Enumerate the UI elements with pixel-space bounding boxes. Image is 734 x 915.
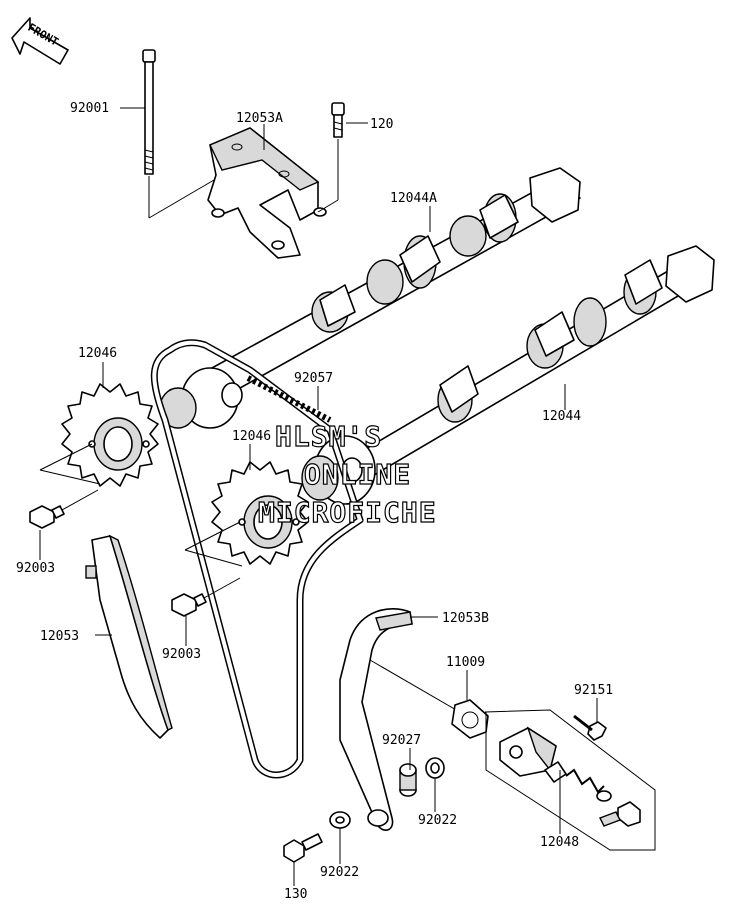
bolt-92151[interactable] [573, 714, 607, 741]
callout-11009: 11009 [446, 655, 485, 670]
bolt-120[interactable] [331, 102, 345, 138]
camshaft-12044A[interactable] [189, 167, 581, 403]
cam-chain-92057[interactable] [150, 339, 364, 779]
gasket-11009[interactable] [451, 699, 489, 739]
front-arrow-icon: FRONT [11, 17, 69, 65]
bolt-92003-left[interactable] [29, 505, 65, 529]
callout-92151: 92151 [574, 683, 613, 698]
cam-sprocket-12046-right[interactable] [211, 461, 309, 565]
callout-12053A: 12053A [236, 111, 283, 126]
callout-12044A: 12044A [390, 191, 437, 206]
bolt-92003-right[interactable] [171, 593, 207, 617]
callout-92022-right: 92022 [418, 813, 457, 828]
callout-12046-left: 12046 [78, 346, 117, 361]
callout-92003-right: 92003 [162, 647, 201, 662]
washer-92022-a[interactable] [425, 757, 445, 779]
callout-12053B: 12053B [442, 611, 489, 626]
watermark-line-3: MICROFICHE [258, 496, 437, 529]
tensioner-12048[interactable] [484, 709, 656, 851]
callout-12044: 12044 [542, 409, 581, 424]
camshaft-12044[interactable] [329, 245, 715, 489]
callout-120: 120 [370, 117, 393, 132]
chain-guide-12053[interactable] [85, 534, 173, 739]
callout-12053: 12053 [40, 629, 79, 644]
callout-92001: 92001 [70, 101, 109, 116]
watermark-line-1: HLSM'S [275, 420, 382, 453]
callout-12046-right: 12046 [232, 429, 271, 444]
camshaft-hub-upper [159, 367, 243, 429]
callout-92057: 92057 [294, 371, 333, 386]
bolt-130[interactable] [283, 833, 323, 863]
collar-92027[interactable] [399, 763, 417, 797]
callout-12048: 12048 [540, 835, 579, 850]
callout-92027: 92027 [382, 733, 421, 748]
callout-130: 130 [284, 887, 307, 902]
callout-92003-left: 92003 [16, 561, 55, 576]
camshaft-holder-12053A[interactable] [207, 127, 327, 259]
leader-lines [39, 107, 598, 886]
cam-sprocket-12046-left[interactable] [61, 383, 159, 487]
bolt-92001[interactable] [142, 49, 156, 175]
callout-92022-bottom: 92022 [320, 865, 359, 880]
watermark-line-2: ONLINE [304, 458, 411, 491]
tensioner-guide-12053B[interactable] [339, 608, 413, 831]
washer-92022-b[interactable] [329, 811, 351, 829]
